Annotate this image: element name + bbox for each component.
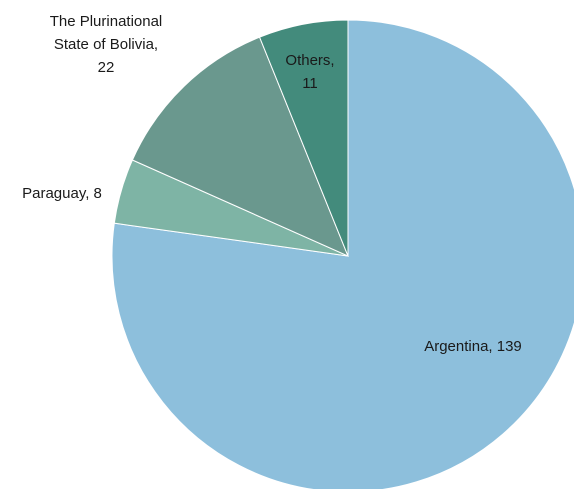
slice-label-line: State of Bolivia,	[54, 36, 158, 53]
pie-slices	[111, 19, 574, 489]
pie-labels: Argentina, 139 Paraguay, 8 The Plurination…	[22, 13, 522, 355]
slice-label-line: 11	[302, 75, 318, 92]
slice-label-others: Others, 11	[285, 52, 334, 92]
pie-slice-the-plurinational-state-of-bolivia	[131, 36, 349, 257]
slice-label-line: Paraguay, 8	[22, 185, 102, 202]
slice-label-line: Others,	[285, 52, 334, 69]
slice-label-line: 22	[98, 59, 115, 76]
slice-label-argentina: Argentina, 139	[424, 338, 522, 355]
slice-label-line: Argentina, 139	[424, 338, 522, 355]
slice-label-paraguay: Paraguay, 8	[22, 185, 102, 202]
pie-slice-others	[258, 19, 349, 257]
slice-label-line: The Plurinational	[50, 13, 163, 30]
pie-slice-argentina	[111, 19, 574, 489]
